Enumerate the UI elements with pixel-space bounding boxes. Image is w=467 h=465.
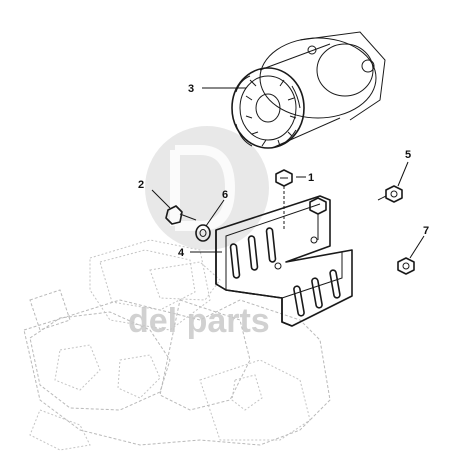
- leader-6: [205, 199, 225, 227]
- nut-part-5: [377, 185, 403, 203]
- bolt-part-1: [275, 169, 293, 230]
- watermark-logo-mark: [170, 145, 236, 231]
- callout-labels: 3 1 2 6 4 5 7: [138, 83, 429, 259]
- callout-3: 3: [188, 83, 194, 95]
- callout-2: 2: [138, 179, 144, 191]
- leader-lines: [151, 87, 425, 259]
- bolt-part-second: [309, 197, 327, 240]
- tractor-frame-ghost: [23, 239, 331, 451]
- callout-4: 4: [178, 247, 185, 259]
- callout-5: 5: [405, 149, 411, 161]
- callout-1: 1: [308, 172, 314, 184]
- leader-7: [409, 235, 425, 259]
- nut-part-7: [397, 257, 415, 275]
- leader-2: [151, 189, 171, 209]
- washer-part-6: [195, 224, 211, 242]
- callout-7: 7: [423, 225, 429, 237]
- leader-5: [397, 161, 409, 187]
- watermark: del parts: [128, 126, 270, 340]
- bolt-part-2: [165, 205, 197, 225]
- compressor-part: [231, 31, 386, 149]
- watermark-text: del parts: [128, 302, 270, 340]
- bracket-part-4: [215, 195, 353, 327]
- callout-6: 6: [222, 189, 228, 201]
